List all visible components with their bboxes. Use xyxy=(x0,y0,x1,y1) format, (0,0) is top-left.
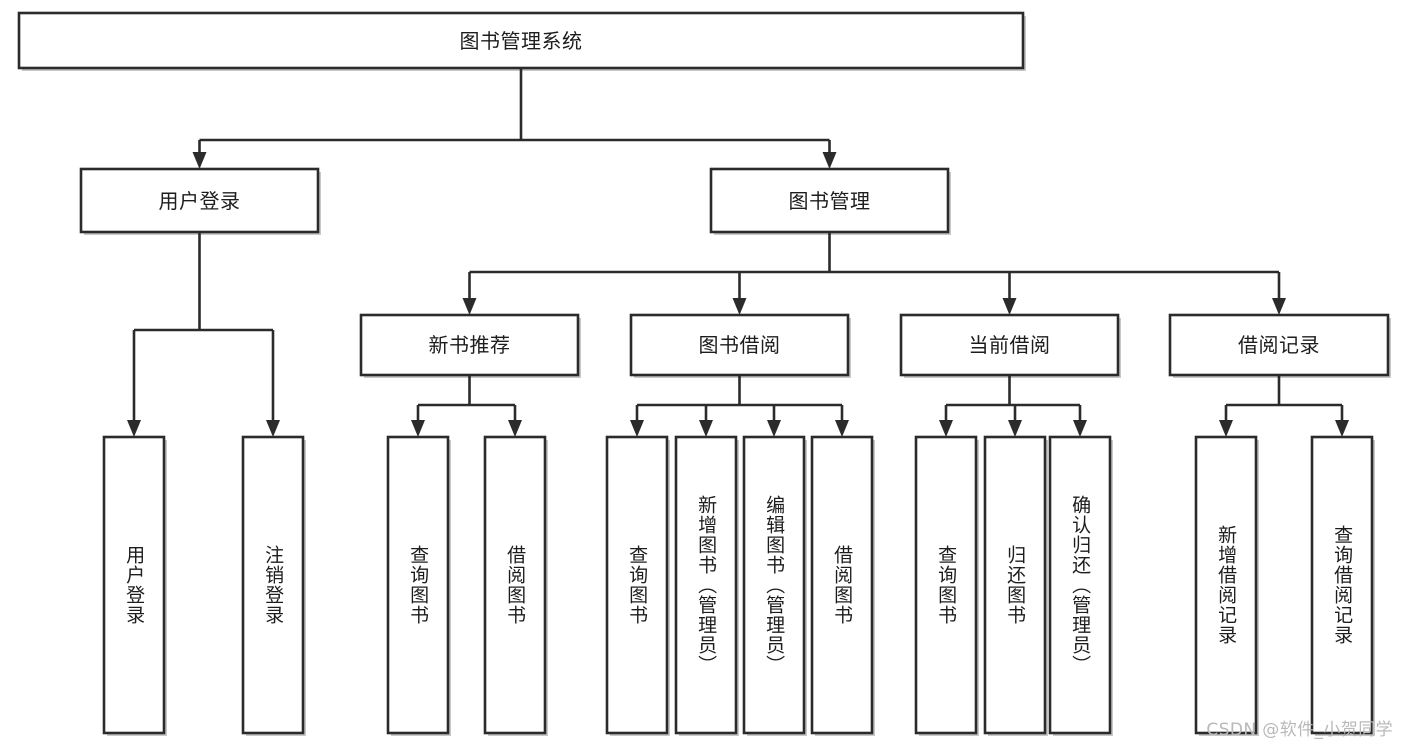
node-borrow-query-book[interactable] xyxy=(605,435,669,735)
node-user-login[interactable] xyxy=(79,167,320,234)
arrow-head-icon xyxy=(630,420,644,437)
arrow-head-icon xyxy=(1335,420,1349,437)
arrow-head-icon xyxy=(508,420,522,437)
node-current-borrow[interactable] xyxy=(899,313,1120,377)
node-user-logout[interactable] xyxy=(241,435,305,735)
node-borrow-add-book[interactable] xyxy=(674,435,738,735)
arrow-head-icon xyxy=(127,420,141,437)
node-user-login-do[interactable] xyxy=(102,435,166,735)
arrow-head-icon xyxy=(822,152,837,169)
arrow-head-icon xyxy=(1219,420,1233,437)
arrow-head-icon xyxy=(699,420,713,437)
arrow-head-icon xyxy=(1073,420,1087,437)
node-new-book-recommend[interactable] xyxy=(359,313,580,377)
arrow-head-icon xyxy=(1002,298,1017,315)
node-borrow-do-borrow[interactable] xyxy=(810,435,874,735)
arrow-head-icon xyxy=(732,298,747,315)
node-rec-query-record[interactable] xyxy=(1310,435,1374,735)
node-cur-confirm-return[interactable] xyxy=(1048,435,1112,735)
arrow-head-icon xyxy=(835,420,849,437)
arrow-head-icon xyxy=(939,420,953,437)
arrow-head-icon xyxy=(1008,420,1022,437)
arrow-head-icon xyxy=(767,420,781,437)
watermark: CSDN @软件_小贺同学 xyxy=(1206,720,1393,740)
node-root[interactable] xyxy=(17,11,1025,70)
node-borrow-edit-book[interactable] xyxy=(742,435,806,735)
arrow-head-icon xyxy=(266,420,280,437)
node-rec-add-record[interactable] xyxy=(1194,435,1258,735)
arrow-head-icon xyxy=(411,420,425,437)
node-rec-query-book[interactable] xyxy=(386,435,450,735)
node-book-borrow[interactable] xyxy=(629,313,850,377)
node-book-manage[interactable] xyxy=(709,167,950,234)
node-cur-return-book[interactable] xyxy=(983,435,1047,735)
node-rec-borrow-book[interactable] xyxy=(483,435,547,735)
arrow-head-icon xyxy=(192,152,207,169)
arrow-head-icon xyxy=(1272,298,1286,315)
arrow-head-icon xyxy=(462,298,477,315)
node-borrow-record[interactable] xyxy=(1168,313,1390,377)
node-cur-query-book[interactable] xyxy=(914,435,978,735)
connector-layer xyxy=(127,68,1349,437)
box-layer xyxy=(17,11,1390,735)
